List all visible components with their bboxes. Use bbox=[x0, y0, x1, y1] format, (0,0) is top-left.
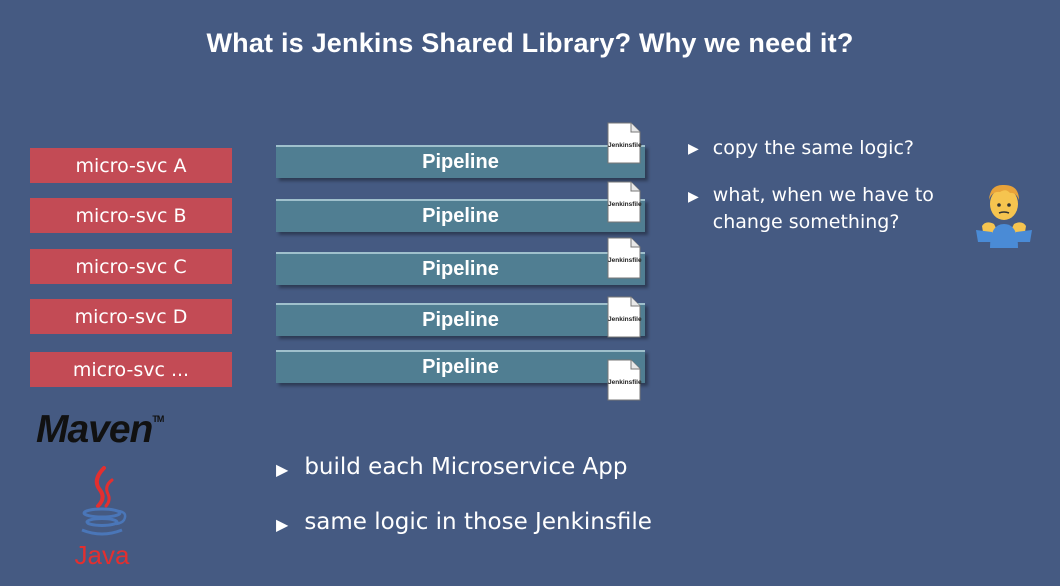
java-wordmark: Java bbox=[74, 540, 130, 570]
jenkinsfile-label: Jenkinsfile bbox=[608, 201, 642, 208]
triangle-right-icon: ▶ bbox=[276, 460, 289, 479]
pipeline-bar: Pipeline bbox=[276, 303, 645, 336]
jenkinsfile-label: Jenkinsfile bbox=[608, 142, 642, 149]
triangle-right-icon: ▶ bbox=[688, 141, 699, 157]
maven-wordmark: Maven bbox=[36, 408, 153, 451]
jenkinsfile-label: Jenkinsfile bbox=[608, 257, 642, 264]
jenkinsfile-label: Jenkinsfile bbox=[608, 316, 642, 323]
bullet-item: ▶ what, when we have to change something… bbox=[688, 182, 960, 236]
pipeline-label: Pipeline bbox=[422, 356, 499, 378]
pipeline-label: Pipeline bbox=[422, 205, 499, 227]
bullet-text: same logic in those Jenkinsfile bbox=[304, 509, 652, 535]
pipeline-bar: Pipeline bbox=[276, 350, 645, 383]
triangle-right-icon: ▶ bbox=[688, 189, 699, 205]
bullet-text: copy the same logic? bbox=[712, 137, 914, 159]
maven-logo: MavenTM bbox=[36, 408, 164, 453]
jenkinsfile-document-icon: Jenkinsfile bbox=[607, 181, 642, 223]
java-logo-icon bbox=[70, 466, 134, 542]
pipeline-label: Pipeline bbox=[422, 258, 499, 280]
bullet-item: ▶ same logic in those Jenkinsfile bbox=[276, 509, 652, 535]
bullet-item: ▶ copy the same logic? bbox=[688, 137, 948, 159]
jenkinsfile-document-icon: Jenkinsfile bbox=[607, 237, 642, 279]
service-box-a: micro-svc A bbox=[30, 148, 232, 183]
jenkinsfile-label: Jenkinsfile bbox=[608, 379, 642, 386]
jenkinsfile-document-icon: Jenkinsfile bbox=[607, 296, 642, 338]
triangle-right-icon: ▶ bbox=[276, 515, 289, 534]
bullet-item: ▶ build each Microservice App bbox=[276, 454, 628, 480]
pipeline-label: Pipeline bbox=[422, 309, 499, 331]
service-box-d: micro-svc D bbox=[30, 299, 232, 334]
pipeline-label: Pipeline bbox=[422, 151, 499, 173]
maven-trademark: TM bbox=[152, 414, 164, 424]
pipeline-bar: Pipeline bbox=[276, 252, 645, 285]
bullet-text: build each Microservice App bbox=[304, 454, 628, 480]
service-box-c: micro-svc C bbox=[30, 249, 232, 284]
jenkinsfile-document-icon: Jenkinsfile bbox=[607, 359, 642, 401]
slide-title: What is Jenkins Shared Library? Why we n… bbox=[206, 28, 854, 58]
pipeline-bar: Pipeline bbox=[276, 145, 645, 178]
service-box-more: micro-svc ... bbox=[30, 352, 232, 387]
person-shrugging-icon bbox=[972, 180, 1036, 248]
bullet-text: what, when we have to change something? bbox=[712, 184, 934, 233]
service-box-b: micro-svc B bbox=[30, 198, 232, 233]
pipeline-bar: Pipeline bbox=[276, 199, 645, 232]
jenkinsfile-document-icon: Jenkinsfile bbox=[607, 122, 642, 164]
